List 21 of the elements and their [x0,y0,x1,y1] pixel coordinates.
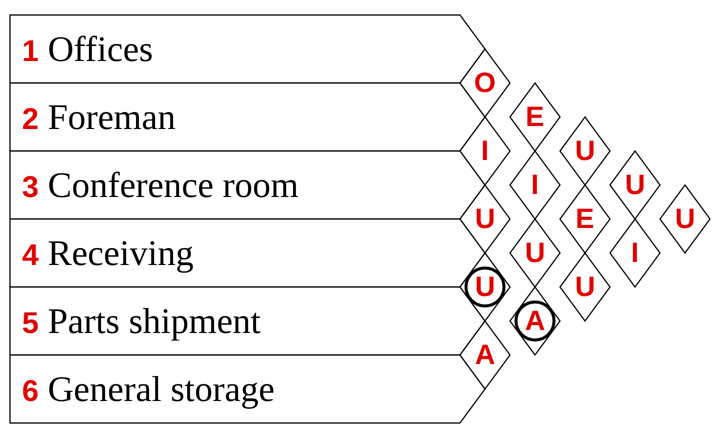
relationship-code: I [631,239,639,267]
relationship-code: U [475,205,496,233]
department-label: 2 Foreman [22,99,176,135]
relationship-code: E [576,205,594,233]
relationship-code: U [475,273,496,301]
department-label: 1 Offices [22,31,153,67]
relationship-code: U [575,273,596,301]
relationship-code: U [575,137,596,165]
relationship-code: A [525,307,546,335]
relationship-code: U [525,239,546,267]
department-label: 5 Parts shipment [22,303,261,339]
relationship-code: A [475,341,496,369]
relationship-code: I [481,137,489,165]
relationship-code: O [474,69,496,97]
relationship-code: E [526,103,544,131]
relationship-code: U [625,171,646,199]
relationship-code: U [675,205,696,233]
department-label: 6 General storage [22,371,275,407]
department-label: 3 Conference room [22,167,299,203]
department-label: 4 Receiving [22,235,194,271]
relationship-code: I [531,171,539,199]
